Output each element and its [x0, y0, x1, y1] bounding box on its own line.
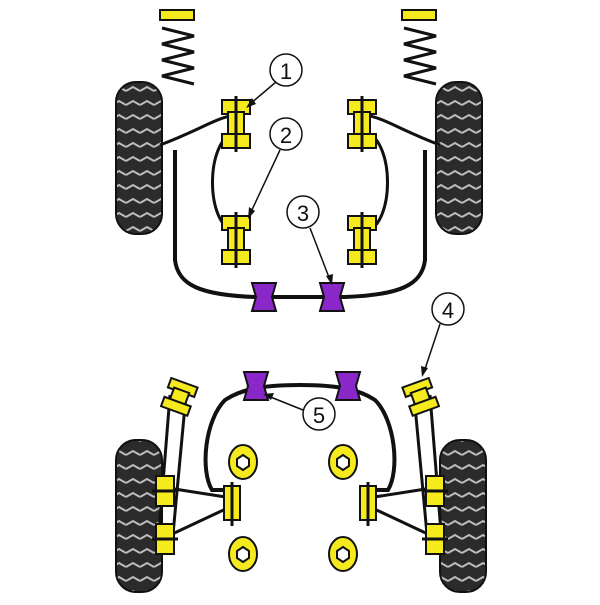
bush-rear-hub-left-upper — [152, 475, 178, 507]
coil-spring-icon — [403, 26, 437, 86]
callout-5: 5 — [263, 393, 336, 431]
round-bush-right-upper — [328, 444, 358, 480]
coil-spring-right — [401, 9, 437, 86]
arb-bush-front-left — [250, 282, 278, 312]
arb-bush-rear-left — [242, 371, 270, 401]
rear-link-left-2 — [170, 394, 188, 546]
callout-label: 5 — [313, 403, 325, 428]
bush-front-lower-left — [221, 212, 251, 268]
tyre-icon — [115, 81, 163, 235]
bush-rear-inner-left — [223, 482, 241, 526]
rear-link-left — [156, 394, 172, 546]
front-axle — [115, 9, 483, 312]
callout-4: 4 — [421, 292, 465, 377]
round-bush-left-upper — [228, 444, 258, 480]
rear-axle — [115, 371, 487, 593]
callout-label: 1 — [280, 59, 292, 84]
rear-anti-roll-bar — [203, 382, 397, 492]
spring-top-mount — [159, 9, 195, 21]
callout-2: 2 — [248, 117, 303, 219]
tyre-icon — [435, 81, 483, 235]
front-anti-roll-bar — [173, 150, 427, 299]
callout-label: 3 — [297, 201, 309, 226]
rear-arm-left — [167, 486, 233, 538]
rear-arm-right — [367, 486, 433, 538]
arb-bush-rear-right — [334, 371, 362, 401]
round-bush-right-lower — [328, 536, 358, 572]
round-bush-left-lower — [228, 536, 258, 572]
rear-link-right-2 — [412, 394, 430, 546]
callout-label: 4 — [442, 298, 454, 323]
bush-rear-inner-right — [359, 482, 377, 526]
coil-spring-icon — [161, 26, 195, 86]
tyre-icon — [439, 439, 487, 593]
spring-top-mount — [401, 9, 437, 21]
bush-front-upper-right — [347, 96, 377, 152]
bush-rear-hub-right-upper — [422, 475, 448, 507]
arb-bush-front-right — [318, 282, 346, 312]
bush-rear-hub-left-lower — [152, 523, 178, 555]
coil-spring-left — [159, 9, 195, 86]
callout-1: 1 — [246, 53, 303, 108]
tyre-icon — [115, 439, 163, 593]
bush-rear-top-right — [401, 376, 441, 418]
callout-3: 3 — [286, 195, 333, 285]
bush-rear-top-left — [159, 376, 199, 418]
bush-front-lower-right — [347, 212, 377, 268]
rear-link-right — [428, 394, 444, 546]
callout-label: 2 — [280, 123, 292, 148]
bush-rear-hub-right-lower — [422, 523, 448, 555]
bush-front-upper-left — [221, 96, 251, 152]
